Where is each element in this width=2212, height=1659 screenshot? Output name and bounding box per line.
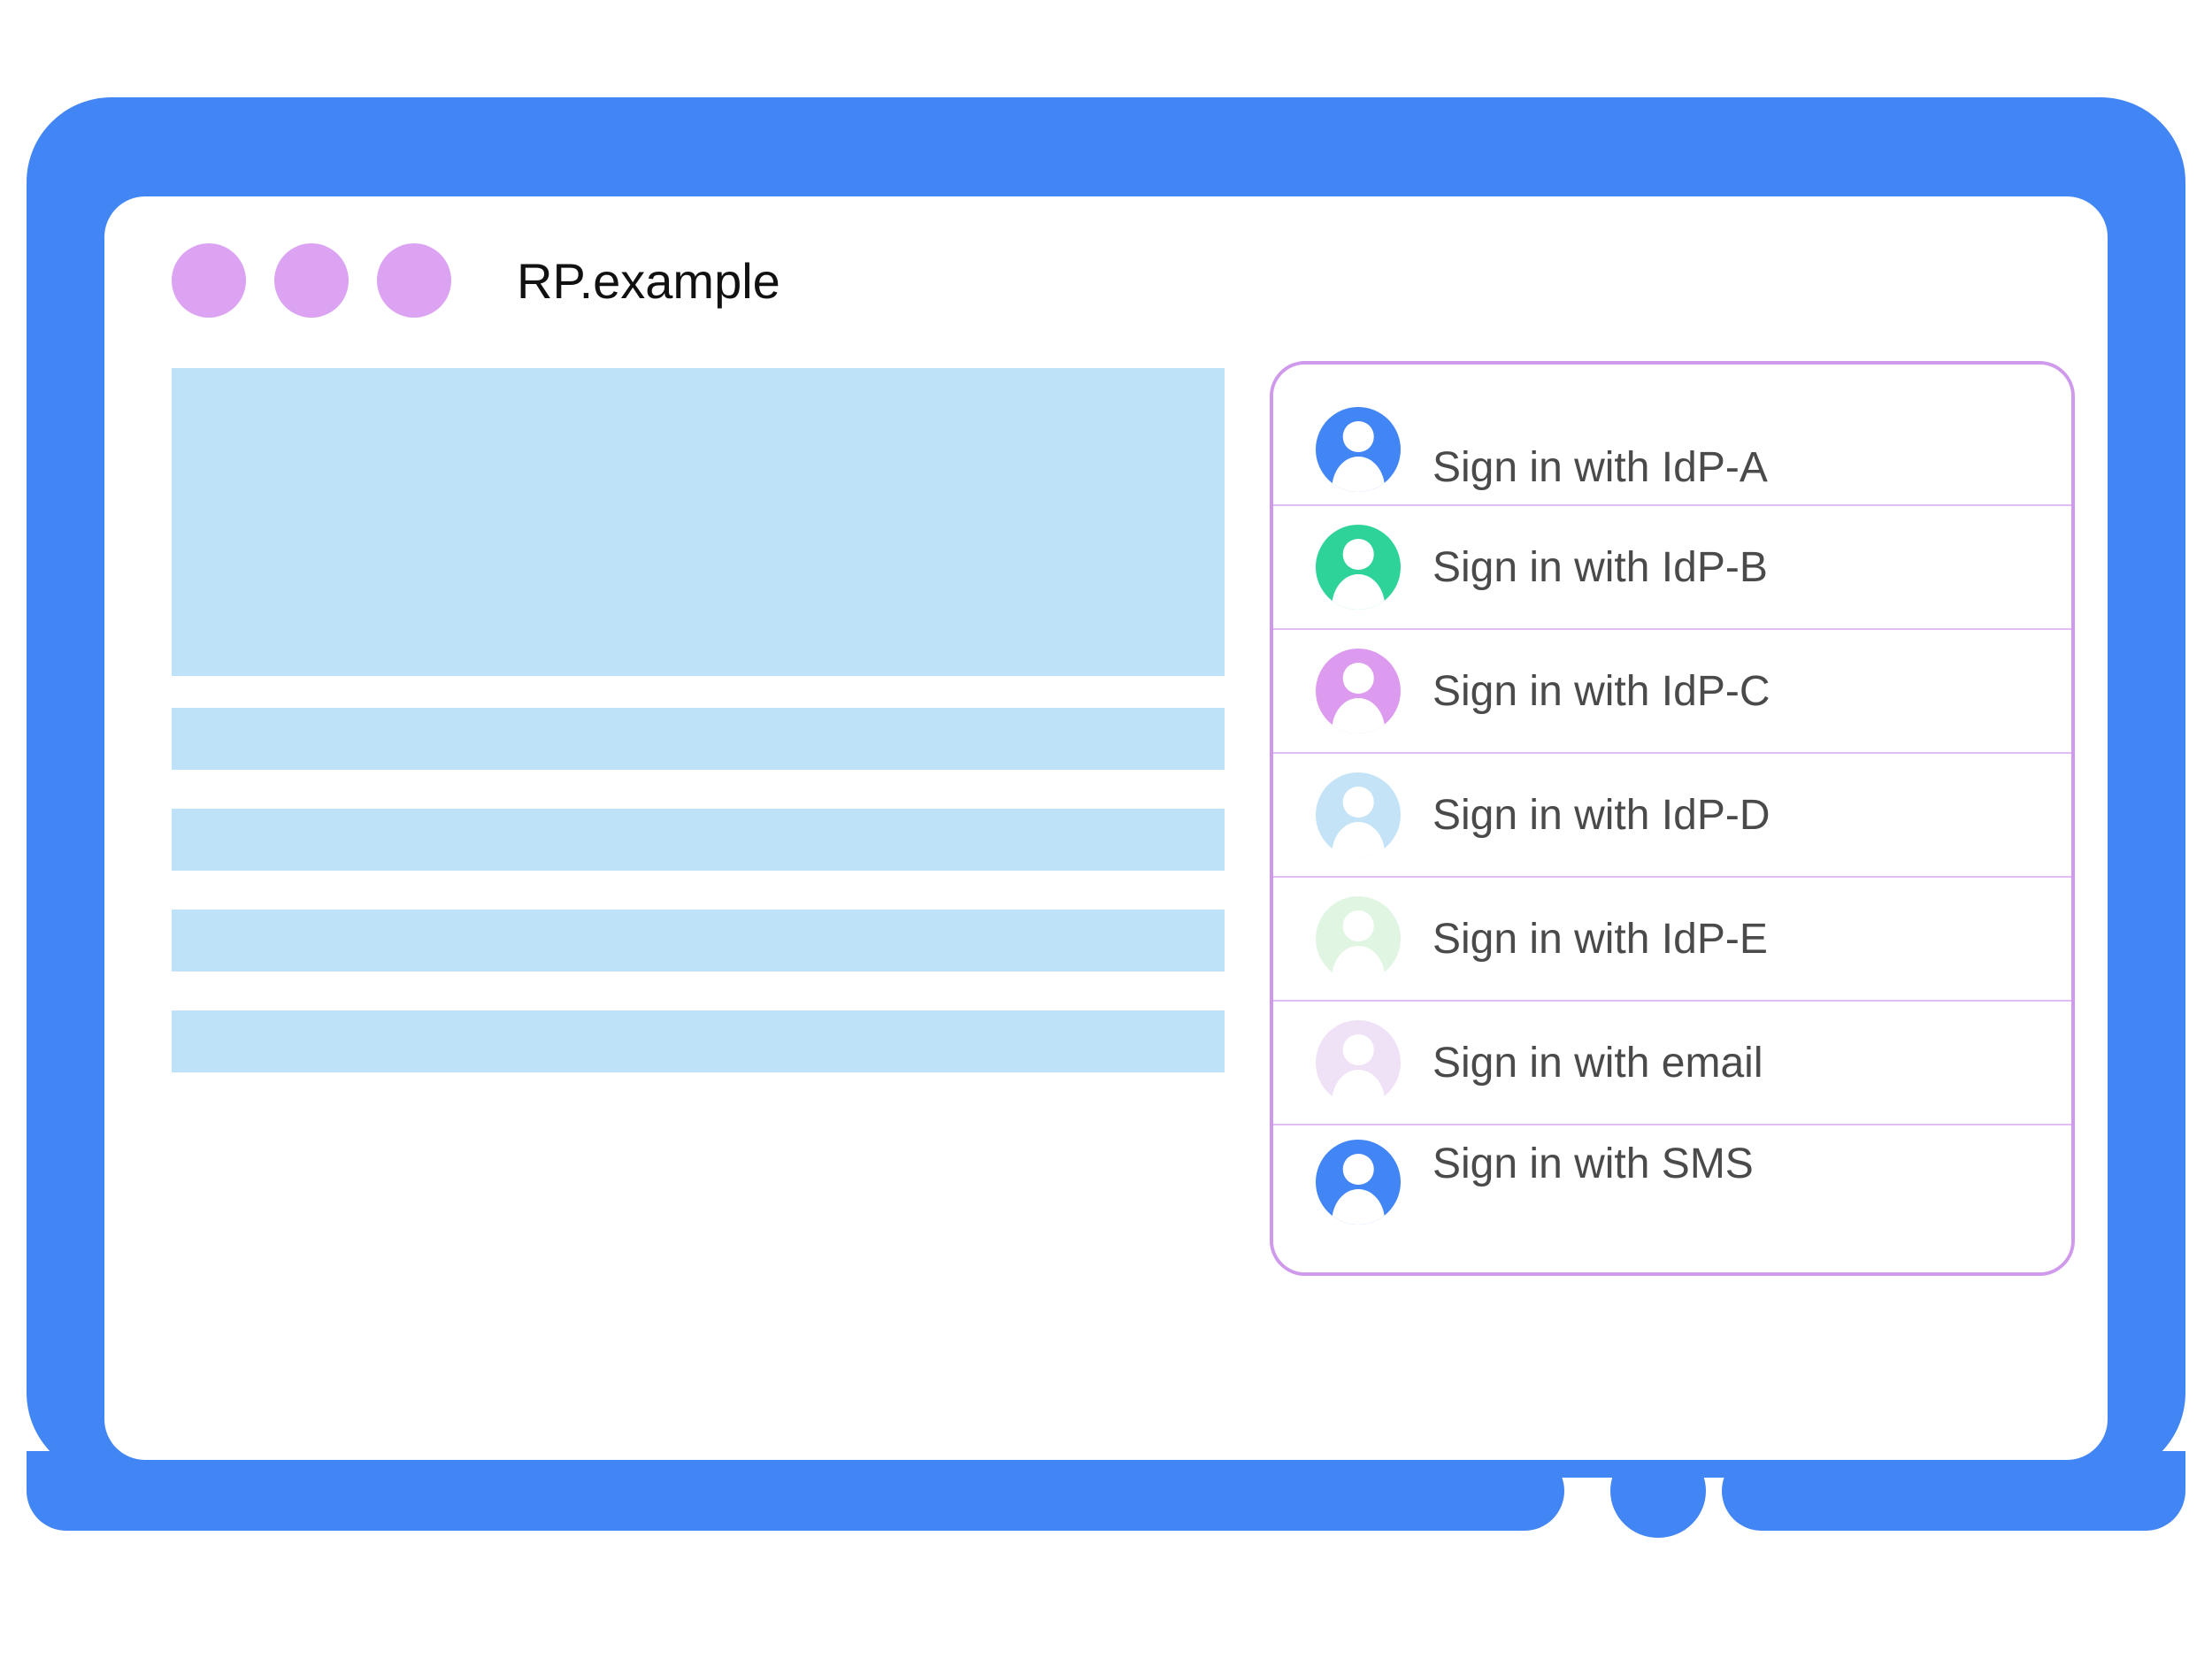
account-avatar-icon <box>1316 525 1401 610</box>
account-option-label: Sign in with IdP-E <box>1432 915 1768 963</box>
account-option-label: Sign in with IdP-A <box>1432 444 1768 491</box>
page-title: RP.example <box>517 252 780 309</box>
avatar-body <box>1332 821 1385 857</box>
avatar-head <box>1342 421 1374 452</box>
avatar-head <box>1342 1154 1374 1185</box>
avatar-head <box>1342 787 1374 818</box>
window-dot-3[interactable] <box>377 243 451 318</box>
titlebar: RP.example <box>104 196 2108 365</box>
account-option-row[interactable]: Sign in with email <box>1273 1002 2071 1125</box>
account-option-label: Sign in with IdP-B <box>1432 543 1768 591</box>
avatar-head <box>1342 1034 1374 1065</box>
avatar-body <box>1332 945 1385 981</box>
text-placeholder-1 <box>172 708 1225 770</box>
window-dot-2[interactable] <box>274 243 349 318</box>
account-avatar-icon <box>1316 1020 1401 1105</box>
account-chooser-panel: Sign in with IdP-A Sign in with IdP-B Sign… <box>1270 361 2075 1276</box>
text-placeholder-3 <box>172 910 1225 972</box>
avatar-body <box>1332 456 1385 492</box>
account-option-row[interactable]: Sign in with IdP-A <box>1273 365 2071 506</box>
avatar-body <box>1332 573 1385 610</box>
avatar-body <box>1332 1069 1385 1105</box>
text-placeholder-2 <box>172 809 1225 871</box>
avatar-head <box>1342 910 1374 941</box>
account-option-label: Sign in with SMS <box>1432 1141 1754 1187</box>
account-option-row[interactable]: Sign in with IdP-E <box>1273 878 2071 1002</box>
account-option-row[interactable]: Sign in with IdP-B <box>1273 506 2071 630</box>
account-option-row[interactable]: Sign in with SMS <box>1273 1125 2071 1272</box>
account-option-row[interactable]: Sign in with IdP-D <box>1273 754 2071 878</box>
hero-placeholder <box>172 368 1225 676</box>
account-avatar-icon <box>1316 896 1401 981</box>
account-avatar-icon <box>1316 1140 1401 1225</box>
account-option-row[interactable]: Sign in with IdP-C <box>1273 630 2071 754</box>
account-option-label: Sign in with IdP-C <box>1432 667 1770 715</box>
avatar-body <box>1332 1188 1385 1225</box>
account-option-label: Sign in with IdP-D <box>1432 791 1770 839</box>
shell-bottom-bar-left <box>27 1451 1564 1531</box>
avatar-head <box>1342 539 1374 570</box>
account-avatar-icon <box>1316 772 1401 857</box>
account-avatar-icon <box>1316 407 1401 492</box>
text-placeholder-4 <box>172 1010 1225 1072</box>
account-avatar-icon <box>1316 649 1401 733</box>
shell-bottom-bar-right <box>1722 1451 2185 1531</box>
avatar-head <box>1342 663 1374 694</box>
window-dot-1[interactable] <box>172 243 246 318</box>
account-option-label: Sign in with email <box>1432 1039 1763 1087</box>
page-content <box>172 368 1225 1072</box>
avatar-body <box>1332 697 1385 733</box>
